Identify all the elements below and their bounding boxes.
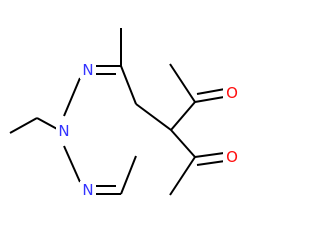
bond-n-mid-n-bottom [63,145,81,183]
atom-o-bottom: O [226,148,238,166]
bond-co-bottom-o-double [196,160,226,166]
bond-ethyl-ch2-n [36,117,60,131]
bond-ethyl-ch3-ch2 [9,117,38,134]
atom-n-top: N [82,61,93,79]
bond-co-bottom-o [194,152,225,158]
bond-n-mid-n-top [63,77,81,117]
bond-co-top-o-double [196,88,226,95]
bond-ch-c5 [120,155,137,195]
atom-o-top: O [226,84,238,102]
bond-co-bottom-ch3 [169,156,196,196]
bond-c-methyl-c5 [120,65,137,105]
atom-labels: N N N O O [56,61,241,199]
bond-co-top-o [194,96,225,103]
bonds [9,28,226,196]
bond-ch-co-top [170,101,196,131]
bond-ch-co-bottom [170,129,196,158]
atom-n-mid: N [58,122,69,140]
bond-c5-ch [135,103,172,131]
bond-co-top-ch3 [169,63,196,103]
atom-n-bottom: N [82,181,93,199]
molecule-diagram: N N N O O [9,28,241,199]
